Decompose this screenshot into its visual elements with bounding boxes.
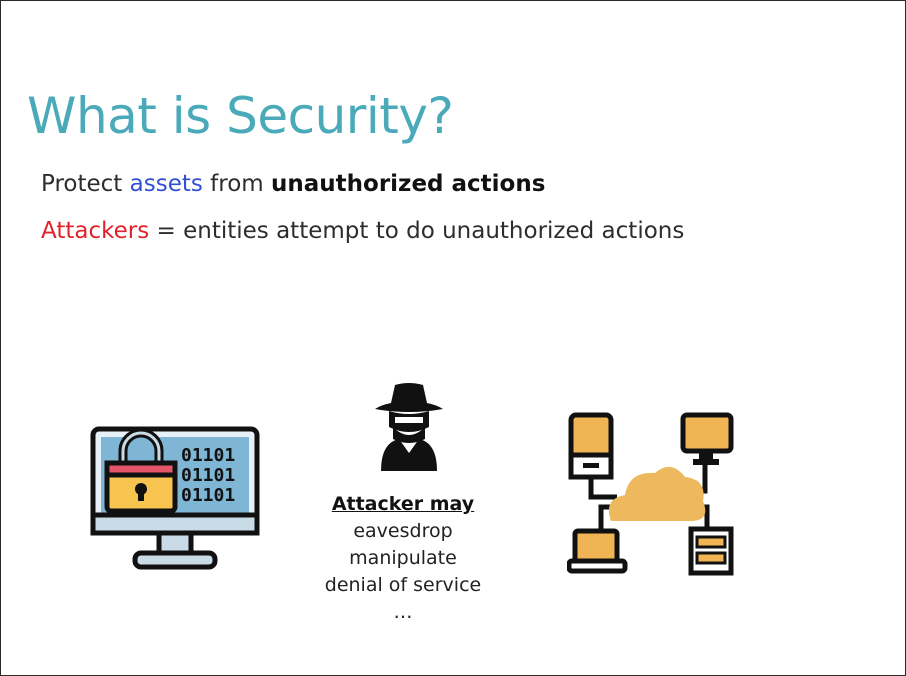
attackers-highlight: Attackers xyxy=(41,218,150,244)
attacker-caption: Attacker may eavesdrop manipulate denial… xyxy=(303,491,503,626)
attacker-item-manipulate: manipulate xyxy=(349,547,457,569)
code-line-1: 01101 xyxy=(181,445,235,466)
attacker-item-eavesdrop: eavesdrop xyxy=(353,520,453,542)
attacker-caption-heading: Attacker may xyxy=(331,493,475,515)
bullet-attackers-definition: Attackers = entities attempt to do unaut… xyxy=(41,218,684,244)
spy-icon xyxy=(375,383,443,471)
attacker-item-denial-of-service: denial of service xyxy=(324,574,482,596)
code-line-3: 01101 xyxy=(181,485,235,506)
line2-rest: = entities attempt to do unauthorized ac… xyxy=(149,218,685,244)
cloud-network-icon xyxy=(567,412,734,576)
bullet-protect-assets: Protect assets from unauthorized actions xyxy=(41,171,545,197)
locked-computer-icon: 01101 01101 01101 xyxy=(90,426,260,570)
assets-highlight: assets xyxy=(129,171,203,197)
line1-pre: Protect xyxy=(41,171,130,197)
attacker-item-ellipsis: … xyxy=(393,601,413,623)
slide-title: What is Security? xyxy=(27,87,454,145)
code-line-2: 01101 xyxy=(181,465,235,486)
line1-mid: from xyxy=(202,171,272,197)
unauthorized-actions-bold: unauthorized actions xyxy=(271,171,546,197)
